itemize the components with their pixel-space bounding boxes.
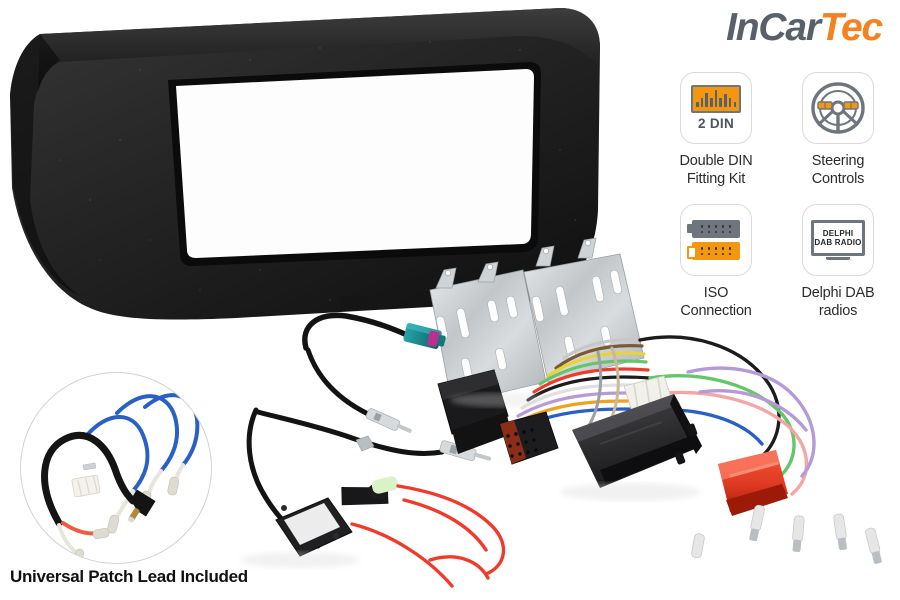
- patch-lead-illustration: [41, 393, 200, 563]
- black-iso-connector: [437, 369, 512, 454]
- feature-double-din: 2 DIN Double DIN Fitting Kit: [658, 72, 774, 188]
- delphi-screen-stand: [826, 257, 850, 261]
- din-screen-glyph: [691, 85, 741, 113]
- feature-delphi-dab: DELPHI DAB RADIO Delphi DAB radios: [780, 204, 896, 320]
- universal-patch-lead-inset: [20, 372, 212, 564]
- brand-logo-part1: InCar: [726, 6, 821, 49]
- fascia-clip-tab: [340, 296, 368, 307]
- metal-mounting-bracket-left: [429, 261, 547, 405]
- steering-control-interface-box: [572, 394, 702, 488]
- feature-label-steering-controls: Steering Controls: [811, 153, 865, 187]
- steering-wheel-icon: [802, 72, 874, 144]
- steering-wheel-glyph: [811, 82, 865, 134]
- patch-lead-caption: Universal Patch Lead Included: [10, 567, 248, 586]
- fakra-antenna-adapter: [302, 312, 446, 433]
- din-badge-label: 2 DIN: [697, 116, 734, 131]
- delphi-screen-glyph: DELPHI DAB RADIO: [811, 220, 865, 257]
- feature-label-double-din: Double DIN Fitting Kit: [679, 153, 753, 187]
- white-molex-connector: [71, 474, 101, 498]
- iso-connector-icon: [680, 204, 752, 277]
- feature-steering-controls: Steering Controls: [780, 72, 896, 188]
- fuse-indicator: [371, 476, 399, 494]
- wire-terminal-ends: [691, 504, 882, 564]
- iso-glyph: [687, 220, 740, 261]
- feature-iso-connection: ISO Connection: [658, 204, 774, 320]
- brand-logo-part2: Tec: [819, 6, 883, 49]
- feature-label-delphi-dab: Delphi DAB radios: [801, 285, 875, 320]
- red-power-wires: [350, 484, 506, 588]
- inline-fuse-holder: [341, 476, 399, 506]
- delphi-radio-icon: DELPHI DAB RADIO: [802, 204, 874, 277]
- antenna-amplifier-module: [275, 497, 353, 557]
- red-connector-block: [718, 450, 788, 516]
- iso-block-grey: [687, 220, 740, 239]
- brown-iso-connector: [499, 411, 559, 465]
- delphi-screen-line2: DAB RADIO: [814, 238, 862, 248]
- jack-3-5mm: [127, 489, 156, 523]
- double-din-fascia-panel: [10, 8, 600, 320]
- double-din-icon: 2 DIN: [680, 72, 752, 144]
- feature-label-iso-connection: ISO Connection: [680, 285, 752, 320]
- iso-block-orange: [687, 242, 740, 261]
- delphi-screen-line1: DELPHI: [822, 229, 854, 239]
- feature-icon-grid: 2 DIN Double DIN Fitting Kit: [658, 72, 896, 321]
- brand-logo: InCarTec: [726, 6, 883, 49]
